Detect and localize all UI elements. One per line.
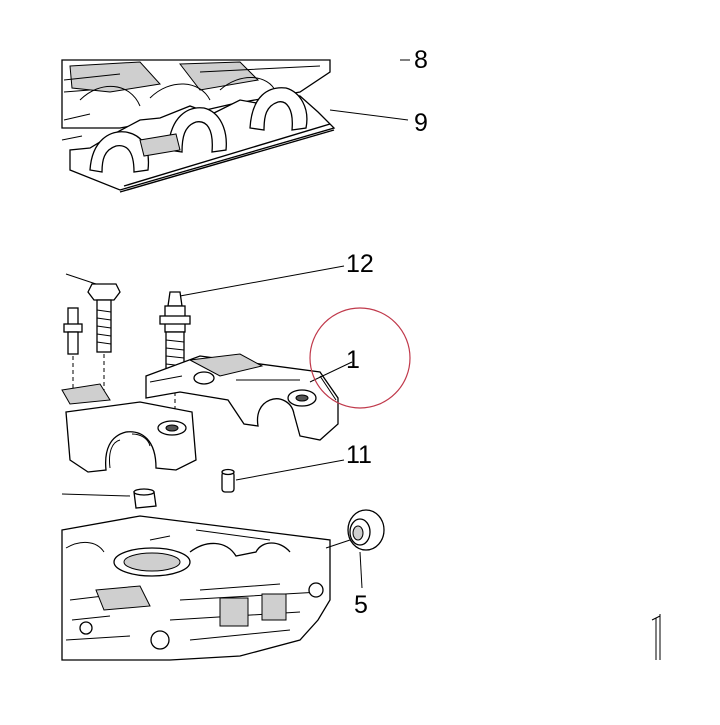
- cylinder-head-casting: [61, 515, 331, 661]
- leader-11: [235, 459, 345, 481]
- callout-9: 9: [414, 109, 428, 137]
- oil-seal-5: [325, 509, 385, 551]
- camshaft-housing-upper: [61, 59, 331, 129]
- highlight-circle: [309, 307, 411, 409]
- leader-9: [329, 109, 409, 121]
- stud-left: [63, 307, 83, 400]
- dowel-pin-11: [221, 468, 235, 493]
- edge-fragment: [651, 614, 661, 660]
- bearing-cap-front: [61, 383, 197, 473]
- stud-12: [159, 291, 191, 430]
- callout-8-partial: 8: [414, 46, 428, 74]
- callout-11: 11: [346, 441, 372, 469]
- leader-5: [359, 551, 363, 589]
- cam-cover-gasket: [61, 87, 336, 193]
- bearing-cap-1: [145, 353, 339, 441]
- callout-5: 5: [354, 591, 368, 619]
- leader-1: [309, 361, 353, 383]
- bushing: [61, 488, 157, 509]
- callout-1: 1: [346, 346, 360, 374]
- leader-12: [179, 265, 345, 297]
- callout-12: 12: [346, 250, 374, 278]
